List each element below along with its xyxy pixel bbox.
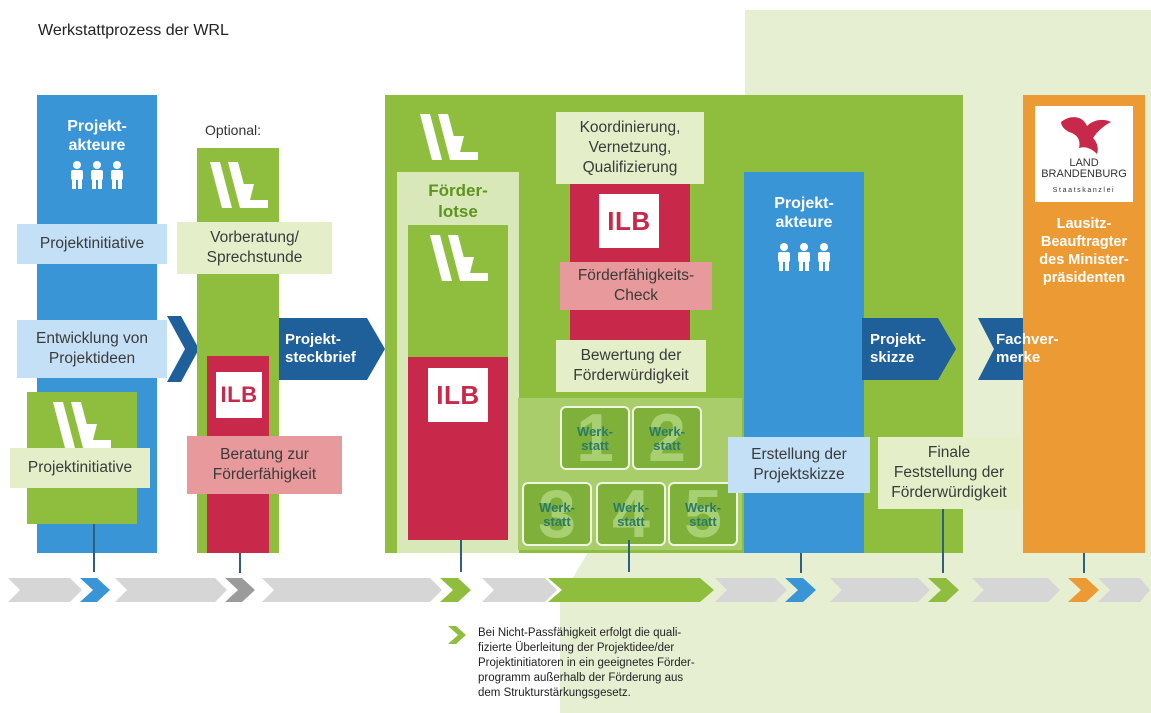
- wrl-logo-icon: [420, 114, 478, 160]
- projektskizze-label: Projekt- skizze: [870, 331, 926, 366]
- label-projektinitiative-2: Projektinitiative: [10, 448, 150, 488]
- label-finale-feststellung: Finale Feststellung der Förderwürdigkeit: [878, 437, 1020, 509]
- label-vorberatung: Vorberatung/ Sprechstunde: [177, 222, 332, 274]
- label-bewertung: Bewertung der Förderwürdigkeit: [556, 340, 706, 392]
- optional-label: Optional:: [205, 122, 262, 138]
- lausitz-text: Lausitz- Beauftragter des Minister- präs…: [1039, 216, 1129, 286]
- note-arrow-icon: [448, 626, 466, 644]
- timeline: [8, 578, 1150, 602]
- foerderlotse-title: Förder- lotse: [428, 181, 488, 221]
- label-koordinierung: Koordinierung, Vernetzung, Qualifizierun…: [556, 112, 704, 184]
- label-foerderfaehigkeits-check: Förderfähigkeits- Check: [560, 262, 712, 310]
- timeline-connector-4: [460, 540, 462, 572]
- label-beratung-foerderfaehigkeit: Beratung zur Förderfähigkeit: [187, 436, 342, 494]
- ilb-logo: ILB: [216, 372, 262, 418]
- timeline-connector-1: [93, 524, 95, 572]
- logo-text-staatskanzlei: Staatskanzlei: [1052, 187, 1116, 194]
- brandenburg-logo: LAND BRANDENBURG Staatskanzlei: [1035, 106, 1133, 202]
- ilb-logo: ILB: [599, 194, 659, 248]
- wrl-logo-icon: [210, 162, 268, 208]
- page-title: Werkstattprozess der WRL: [38, 22, 229, 39]
- logo-text-brandenburg: BRANDENBURG: [1041, 168, 1127, 180]
- logo-text-land: LAND: [1069, 157, 1099, 169]
- wrl-logo-icon: [430, 235, 488, 281]
- projektakteure-header: Projekt- akteure: [67, 118, 127, 154]
- people-icon: [775, 242, 833, 277]
- timeline-connector-3: [628, 540, 630, 572]
- timeline-connector-2: [239, 553, 241, 573]
- timeline-connector-7: [1083, 553, 1085, 573]
- wrl-logo-icon: [53, 402, 111, 448]
- fachvermerke-label: Fachver- merke: [996, 331, 1059, 366]
- timeline-connector-6: [942, 509, 944, 573]
- projektskizze-arrow: [862, 318, 956, 380]
- eagle-icon: [1061, 117, 1111, 154]
- label-erstellung-projektskizze: Erstellung der Projektskizze: [728, 437, 870, 493]
- people-icon: [68, 160, 126, 195]
- note-text: Bei Nicht-Passfähigkeit erfolgt die qual…: [478, 627, 695, 699]
- projektsteckbrief-label: Projekt- steckbrief: [285, 331, 356, 366]
- timeline-connector-5: [800, 553, 802, 573]
- label-entwicklung-projektideen: Entwicklung von Projektideen: [17, 320, 167, 378]
- connector-arrow: [167, 316, 199, 382]
- projektakteure-header-2: Projekt- akteure: [774, 195, 834, 231]
- projektsteckbrief-arrow: [279, 318, 385, 380]
- ilb-logo: ILB: [428, 368, 488, 422]
- label-projektinitiative-1: Projektinitiative: [17, 224, 167, 264]
